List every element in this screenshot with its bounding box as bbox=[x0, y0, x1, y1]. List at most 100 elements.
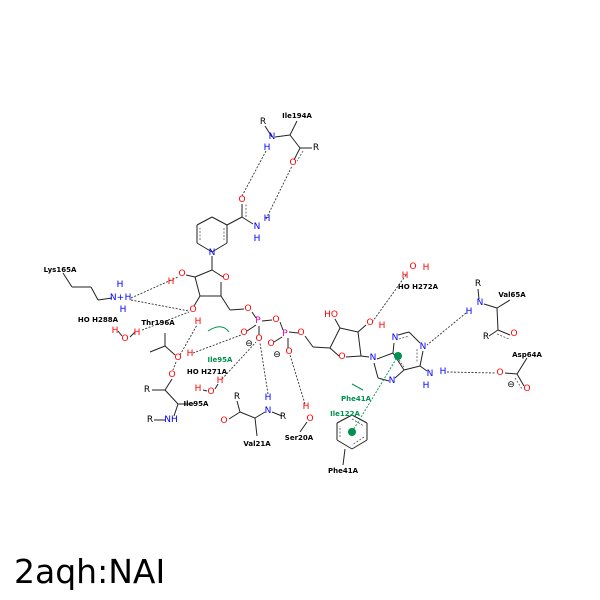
atom-label-n: N bbox=[265, 406, 272, 416]
atom-label-o: O bbox=[272, 315, 279, 325]
bond bbox=[211, 269, 224, 278]
bond bbox=[164, 389, 179, 405]
bond bbox=[261, 319, 273, 322]
atom-label-h: H bbox=[125, 293, 132, 303]
bond bbox=[211, 242, 228, 253]
hydrogen-bond bbox=[241, 150, 267, 197]
hydrophobic-contact-arc bbox=[351, 383, 364, 391]
bond bbox=[211, 216, 228, 226]
atom-label-p: P bbox=[282, 329, 288, 339]
atom-label-o: O bbox=[510, 329, 517, 339]
atom-label-n: N bbox=[389, 376, 396, 386]
bond bbox=[376, 352, 394, 360]
hydrophobic-contact-arc bbox=[207, 326, 230, 333]
bond bbox=[336, 414, 353, 424]
residue-label-hoh288: HO H288A bbox=[78, 316, 119, 324]
bond bbox=[289, 134, 301, 149]
bond bbox=[394, 369, 405, 379]
atom-label-nh: NH bbox=[164, 415, 178, 425]
hydrogen-bond bbox=[130, 299, 190, 312]
atom-label-n: N bbox=[477, 298, 484, 308]
bond bbox=[251, 311, 257, 319]
hydrogen-bonds bbox=[130, 150, 496, 436]
residue-label-ile95-green: Ile95A bbox=[208, 356, 233, 364]
bond bbox=[504, 372, 518, 375]
atom-label-o: O bbox=[240, 328, 247, 338]
atom-label-o: O bbox=[189, 305, 196, 315]
residue-label-asp64: Asp64A bbox=[512, 351, 542, 359]
atom-label-nplus: N+ bbox=[110, 293, 124, 303]
bond bbox=[149, 345, 166, 353]
diagram-title: 2aqh:NAI bbox=[14, 552, 166, 591]
atom-label-r: R bbox=[147, 415, 153, 425]
bond bbox=[497, 329, 511, 336]
atom-label-minus: ⊖ bbox=[273, 350, 281, 360]
atom-label-o: O bbox=[168, 370, 175, 380]
atom-label-h: H bbox=[134, 328, 141, 338]
bond bbox=[408, 331, 421, 344]
aromatic-bond bbox=[496, 333, 510, 340]
bond bbox=[488, 329, 499, 337]
atom-label-o: O bbox=[523, 384, 530, 394]
residue-label-ile122-green: Ile122A bbox=[330, 410, 360, 418]
residue-label-val21: Val21A bbox=[243, 440, 271, 448]
bond bbox=[289, 120, 298, 136]
bond bbox=[129, 331, 136, 338]
bond bbox=[329, 327, 341, 349]
atom-label-o: O bbox=[220, 416, 227, 426]
atom-label-h: H bbox=[379, 321, 386, 331]
atom-label-o: O bbox=[121, 334, 128, 344]
residue-label-val65: Val65A bbox=[498, 291, 526, 299]
atom-label-n: N bbox=[370, 353, 377, 363]
bond bbox=[164, 345, 176, 356]
hydrogen-bond bbox=[446, 371, 496, 374]
atom-label-h: H bbox=[440, 367, 447, 377]
aromatic-bond bbox=[398, 335, 410, 340]
atom-label-o: O bbox=[297, 328, 304, 338]
atom-label-o: O bbox=[207, 387, 214, 397]
atom-label-n: N bbox=[420, 342, 427, 352]
atom-label-ho: HO bbox=[324, 310, 338, 320]
residue-label-ser20: Ser20A bbox=[285, 434, 314, 442]
residue-label-thr196: Thr196A bbox=[141, 319, 175, 327]
atom-label-h: H bbox=[423, 263, 430, 273]
atom-label-h: H bbox=[195, 317, 202, 327]
atom-label-minus: ⊖ bbox=[507, 380, 515, 390]
bond bbox=[220, 295, 231, 311]
residue-label-lys165: Lys165A bbox=[44, 266, 77, 274]
bond bbox=[516, 373, 525, 387]
bond bbox=[288, 331, 299, 334]
atom-label-h: H bbox=[402, 271, 409, 281]
bond bbox=[342, 448, 346, 466]
atom-label-h: H bbox=[120, 305, 127, 315]
bonds bbox=[62, 120, 528, 466]
hydrogen-bond bbox=[221, 341, 257, 380]
bond bbox=[329, 347, 340, 357]
hydrogen-bond bbox=[259, 342, 269, 395]
atom-label-n: N bbox=[209, 248, 216, 258]
atom-label-h: H bbox=[168, 277, 175, 287]
bond bbox=[228, 411, 241, 420]
atom-label-o: O bbox=[306, 414, 313, 424]
atom-label-r: R bbox=[483, 332, 489, 342]
bond bbox=[254, 417, 258, 437]
atom-label-h: H bbox=[195, 384, 202, 394]
aromatic-bond bbox=[351, 418, 365, 427]
pi-stacking-line bbox=[351, 355, 399, 433]
bond bbox=[373, 362, 379, 379]
atom-label-h: H bbox=[112, 326, 119, 336]
bond bbox=[214, 383, 219, 390]
atom-label-o: O bbox=[496, 368, 503, 378]
hydrogen-bond bbox=[192, 334, 242, 354]
atom-label-n: N bbox=[254, 222, 261, 232]
bond bbox=[202, 389, 208, 392]
bond bbox=[304, 335, 314, 348]
atom-label-h: H bbox=[423, 381, 430, 391]
bond bbox=[194, 276, 201, 297]
atom-label-o: O bbox=[178, 269, 185, 279]
bond bbox=[392, 342, 395, 354]
bond bbox=[357, 331, 362, 357]
atom-label-o: O bbox=[174, 353, 181, 363]
hydrogen-bond bbox=[372, 274, 407, 322]
